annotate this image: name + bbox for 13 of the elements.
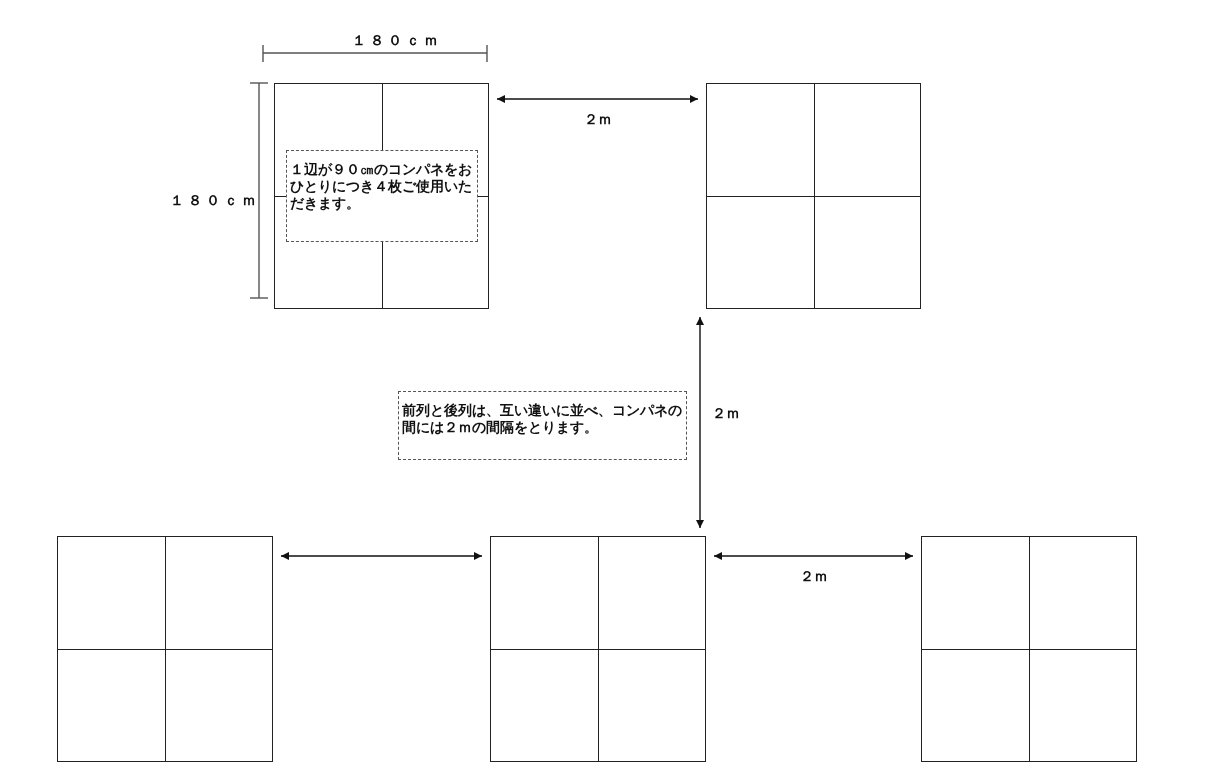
floor-panel: [274, 83, 489, 309]
arrow: [696, 316, 704, 529]
dimension-label: １８０ｃｍ: [352, 32, 442, 50]
note-box: 前列と後列は、互い違いに並べ、コンパネの間には２ｍの間隔をとります。: [398, 391, 687, 460]
dimension-label: １８０ｃｍ: [170, 192, 260, 210]
floor-panel: [490, 536, 706, 762]
note-box: １辺が９０㎝のコンパネをおひとりにつき４枚ご使用いただきます。: [286, 150, 478, 242]
floor-panel: [706, 83, 921, 309]
floor-panel: [57, 536, 273, 762]
arrow: [280, 552, 483, 560]
floor-panel: [921, 536, 1137, 762]
arrow: [713, 552, 914, 560]
arrow: [496, 95, 699, 103]
